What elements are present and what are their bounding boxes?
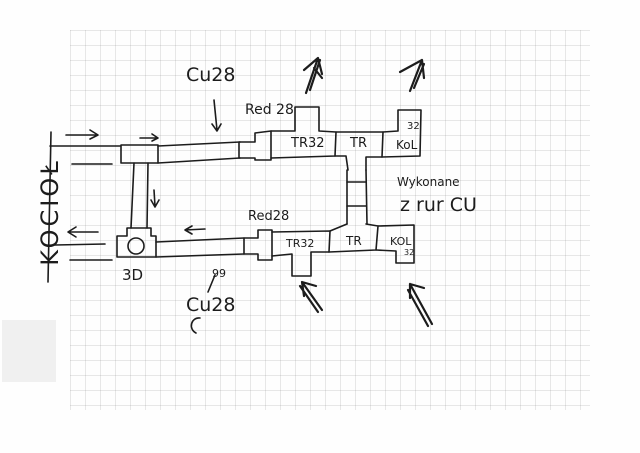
tr32-bottom-label: TR32 [286,237,315,250]
cu28-top-pointer-arrow-icon [211,99,222,132]
return-pipe-bottom [155,225,245,258]
tr-bottom-label: TR [346,234,362,248]
red28-top-label: Red 28 [245,102,294,118]
stray-mark [190,317,201,334]
note-line-2: z rur CU [400,194,477,216]
mark-99-label: 99 [212,267,226,280]
reducer-bottom [243,229,273,261]
kol-top-size-label: 32 [407,121,420,132]
outflow-arrow-left-icon [302,56,324,95]
boiler-wall [47,131,121,283]
kol-bottom-size-label: 32 [404,248,415,257]
elbow-kol-top [381,109,422,158]
kol-bottom-label: KOL [390,235,412,248]
cu28-bottom-label: Cu28 [186,294,236,316]
supply-pipe-top [120,133,241,164]
bypass-pipe [130,162,160,229]
grid-lines [70,30,590,410]
tee-tr-bottom [328,223,379,253]
tr-top-label: TR [350,136,367,151]
tr32-top-label: TR32 [291,136,325,151]
three-way-valve [116,227,157,258]
cu28-bottom-pointer-icon [207,274,216,293]
scan-smudge [2,320,56,382]
red28-bottom-label: Red28 [248,209,290,224]
boiler-label: KOCIOŁ [35,158,64,266]
outflow-arrow-right-icon [398,58,426,93]
note-line-1: Wykonane [397,175,460,189]
inflow-arrow-right-icon [406,282,434,328]
tee-tr32-bottom [271,230,331,277]
valve-3d-label: 3D [122,266,144,284]
reducer-top [238,130,272,161]
boiler-supply-arrow-icon [65,129,99,140]
cu28-top-label: Cu28 [186,64,236,86]
elbow-kol-bottom [375,224,415,264]
riser-connection [346,169,368,225]
inflow-arrow-left-icon [298,280,324,314]
boiler-return-arrow-icon [67,226,99,238]
kol-top-label: KoL [396,138,418,152]
tee-tr32-top [270,106,337,159]
